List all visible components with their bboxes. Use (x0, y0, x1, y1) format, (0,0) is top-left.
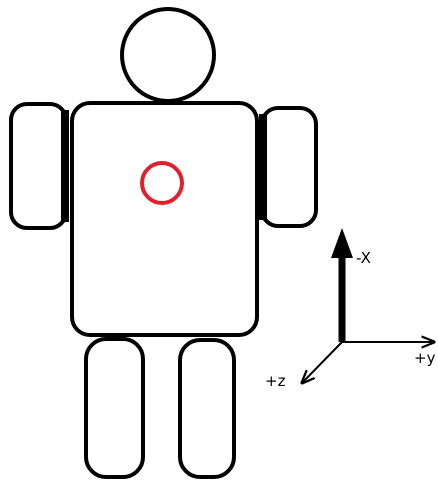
chest-marker-circle (142, 163, 182, 203)
z-axis-label: +z (265, 372, 286, 390)
x-axis-label: -X (356, 249, 371, 267)
x-axis-arrowhead (331, 228, 353, 258)
robot-right-arm (262, 108, 316, 226)
robot-right-leg (180, 340, 234, 477)
robot-figure (11, 9, 316, 477)
robot-left-leg (86, 339, 143, 477)
robot-torso (72, 103, 257, 335)
coordinate-axes: -X +y +z (265, 228, 436, 390)
y-axis-label: +y (414, 349, 436, 367)
z-axis-arrow (302, 342, 342, 383)
robot-head (122, 9, 214, 101)
robot-left-arm (11, 104, 66, 228)
